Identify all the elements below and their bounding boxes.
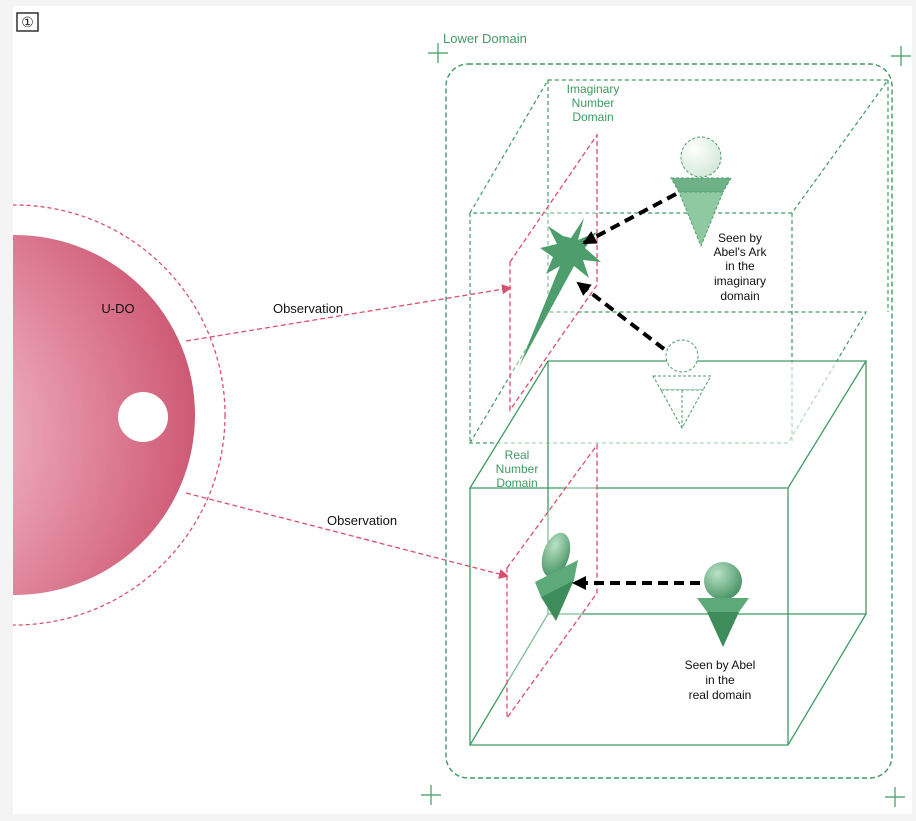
perception-arrow-ghost [576,281,666,351]
observation-arrow-bottom: Observation [185,492,509,579]
perception-arrow-ark [582,192,677,245]
udo-core-hole [118,392,168,442]
abels-ark-figure [670,136,732,248]
caption-real-line-2: in the [705,673,735,687]
imaginary-domain-box [468,79,890,444]
panel-marker-text: ① [21,14,34,30]
udo-label: U-DO [101,301,134,316]
ghost-figure [652,339,712,430]
crosshair-marks [421,43,911,807]
caption-imaginary-line-3: in the [725,259,755,273]
abel-figure [697,562,749,647]
imaginary-domain-line-3: Domain [572,110,613,124]
real-domain-line-2: Number [496,462,539,476]
perception-arrows [572,192,700,590]
caption-real-line-1: Seen by Abel [685,658,756,672]
caption-imaginary: Seen by Abel's Ark in the imaginary doma… [714,231,768,303]
observation-arrow-top: Observation [185,284,512,342]
caption-imaginary-line-1: Seen by [718,231,762,245]
caption-real-line-3: real domain [689,688,752,702]
lower-domain-frame: Lower Domain [421,31,911,807]
imaginary-domain-label: Imaginary Number Domain [567,82,620,124]
udo-body [0,235,195,595]
real-domain-box [468,360,868,746]
lower-domain-label: Lower Domain [443,31,527,46]
panel-marker: ① [16,12,39,32]
imaginary-domain-line-2: Number [572,96,615,110]
distorted-projection [519,218,601,367]
real-domain-line-1: Real [505,448,530,462]
observation-label-top: Observation [273,301,343,316]
caption-imaginary-line-2: Abel's Ark [714,245,768,259]
udo-outer-orbit [0,204,226,626]
udo-sphere: U-DO [0,204,226,626]
caption-imaginary-line-4: imaginary [714,274,766,288]
real-domain-label: Real Number Domain [496,448,539,490]
real-projection [535,532,578,621]
caption-imaginary-line-5: domain [720,289,759,303]
imaginary-domain-line-1: Imaginary [567,82,620,96]
real-domain-line-3: Domain [496,476,537,490]
observation-label-bottom: Observation [327,513,397,528]
caption-real: Seen by Abel in the real domain [685,658,756,702]
